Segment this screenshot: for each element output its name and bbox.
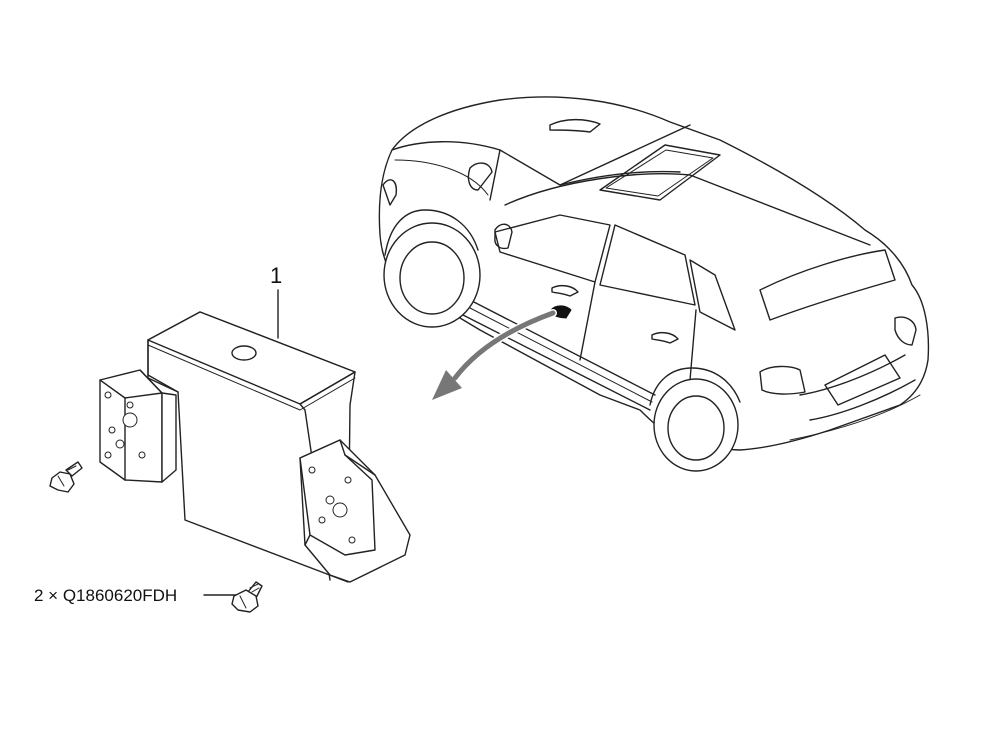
bolt-upper-left	[49, 461, 83, 493]
left-mounting-bracket	[99, 369, 177, 483]
rear-wheel	[649, 367, 741, 472]
bolt-lower	[231, 581, 263, 613]
vehicle-illustration	[378, 96, 930, 472]
front-wheel	[383, 209, 481, 328]
right-mounting-bracket	[299, 439, 411, 583]
callout-number: 1	[270, 263, 282, 288]
location-arrow	[432, 309, 557, 400]
fastener-label: 2 × Q1860620FDH	[34, 586, 177, 605]
control-module	[99, 311, 411, 583]
